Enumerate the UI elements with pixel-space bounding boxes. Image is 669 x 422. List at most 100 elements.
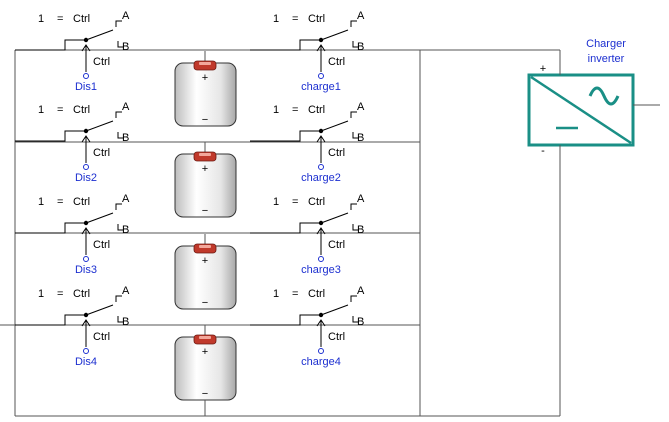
discharge-switch-one-3: 1: [38, 196, 44, 208]
charge-switch-ctrl-input-2: Ctrl: [328, 147, 345, 159]
discharge-switch-b-3: B: [122, 224, 129, 236]
discharge-switch-b-terminal-2: [117, 132, 124, 139]
charge-switch-port-2: [318, 164, 324, 170]
battery-plus-4: +: [202, 346, 208, 358]
battery-minus-4: −: [202, 388, 208, 400]
discharge-switch-ctrl-arrow-icon-3: [81, 227, 91, 235]
battery-4: +−: [174, 325, 237, 401]
charge-switch-b-4: B: [357, 316, 364, 328]
discharge-switch-one-4: 1: [38, 288, 44, 300]
charge-switch-a-1: A: [357, 10, 365, 22]
ac-sine-icon: [588, 86, 620, 106]
discharge-switch-port-1: [83, 73, 89, 79]
discharge-switch-a-2: A: [122, 101, 130, 113]
discharge-switch-ctrl-input-2: Ctrl: [93, 147, 110, 159]
discharge-switch-port-4: [83, 348, 89, 354]
discharge-switch-one-1: 1: [38, 13, 44, 25]
discharge-switch-ctrl-3: Ctrl: [73, 196, 90, 208]
charge-switch-ctrl-arrow-icon-1: [316, 44, 326, 52]
discharge-switch-a-4: A: [122, 285, 130, 297]
battery-3: +−: [174, 234, 237, 310]
discharge-label-3: Dis3: [75, 264, 97, 276]
charge-switch-one-2: 1: [273, 104, 279, 116]
charge-switch-equals-1: =: [292, 13, 298, 25]
charge-label-3: charge3: [301, 264, 341, 276]
charge-switch-a-2: A: [357, 101, 365, 113]
charge-switch-a-terminal-3: [350, 203, 357, 210]
discharge-switch-b-terminal-3: [117, 224, 124, 231]
discharge-switch-equals-3: =: [57, 196, 63, 208]
charge-switch-equals-4: =: [292, 288, 298, 300]
discharge-switch-ctrl-2: Ctrl: [73, 104, 90, 116]
discharge-label-2: Dis2: [75, 172, 97, 184]
charge-switch-one-4: 1: [273, 288, 279, 300]
discharge-switch-b-1: B: [122, 41, 129, 53]
discharge-switch-input-wire-2: [15, 130, 86, 142]
discharge-switch-port-2: [83, 164, 89, 170]
charge-switch-blade-2: [320, 120, 349, 132]
discharge-switch-ctrl-arrow-icon-1: [81, 44, 91, 52]
discharge-switch-ctrl-input-1: Ctrl: [93, 56, 110, 68]
discharge-switch-a-1: A: [122, 10, 130, 22]
charge-switch-a-4: A: [357, 285, 365, 297]
discharge-switch-blade-2: [85, 120, 114, 132]
charge-switch-b-terminal-2: [352, 132, 359, 139]
charge-switch-ctrl-arrow-icon-4: [316, 319, 326, 327]
charge-switch-ctrl-input-1: Ctrl: [328, 56, 345, 68]
charge-switch-input-wire-1: [250, 39, 321, 51]
inverter-diagonal: [530, 75, 632, 145]
charge-switch-ctrl-arrow-icon-3: [316, 227, 326, 235]
charge-switch-one-3: 1: [273, 196, 279, 208]
discharge-switch-a-terminal-3: [115, 203, 122, 210]
charge-switch-port-4: [318, 348, 324, 354]
charge-switch-equals-2: =: [292, 104, 298, 116]
charge-switch-ctrl-input-3: Ctrl: [328, 239, 345, 251]
discharge-switch-equals-1: =: [57, 13, 63, 25]
charge-switch-b-2: B: [357, 132, 364, 144]
charge-switch-b-3: B: [357, 224, 364, 236]
discharge-switch-equals-4: =: [57, 288, 63, 300]
discharge-switch-ctrl-input-3: Ctrl: [93, 239, 110, 251]
charge-label-2: charge2: [301, 172, 341, 184]
discharge-switch-ctrl-arrow-icon-4: [81, 319, 91, 327]
battery-plus-3: +: [202, 255, 208, 267]
charge-switch-ctrl-input-4: Ctrl: [328, 331, 345, 343]
battery-plus-1: +: [202, 72, 208, 84]
charge-switch-b-terminal-4: [352, 316, 359, 323]
inverter-plus: +: [540, 63, 546, 75]
discharge-switch-b-4: B: [122, 316, 129, 328]
discharge-switch-b-terminal-4: [117, 316, 124, 323]
charge-switch-ctrl-1: Ctrl: [308, 13, 325, 25]
charge-switch-blade-1: [320, 29, 349, 41]
charge-switch-blade-4: [320, 304, 349, 316]
discharge-switch-a-3: A: [122, 193, 130, 205]
inverter-title-line2: inverter: [588, 53, 625, 65]
charge-switch-port-1: [318, 73, 324, 79]
discharge-label-1: Dis1: [75, 81, 97, 93]
discharge-switch-ctrl-input-4: Ctrl: [93, 331, 110, 343]
discharge-switch-port-3: [83, 256, 89, 262]
charge-switch-blade-3: [320, 212, 349, 224]
discharge-switch-blade-4: [85, 304, 114, 316]
charge-label-1: charge1: [301, 81, 341, 93]
battery-1: +−: [174, 51, 237, 127]
charge-switch-b-terminal-3: [352, 224, 359, 231]
inverter-title-line1: Charger: [586, 38, 626, 50]
charge-switch-ctrl-3: Ctrl: [308, 196, 325, 208]
charge-switch-ctrl-4: Ctrl: [308, 288, 325, 300]
battery-2: +−: [174, 142, 237, 218]
charge-switch-port-3: [318, 256, 324, 262]
battery-minus-2: −: [202, 205, 208, 217]
charge-label-4: charge4: [301, 356, 341, 368]
discharge-switch-blade-3: [85, 212, 114, 224]
discharge-switch-input-wire-3: [15, 222, 86, 234]
discharge-switch-a-terminal-2: [115, 111, 122, 118]
